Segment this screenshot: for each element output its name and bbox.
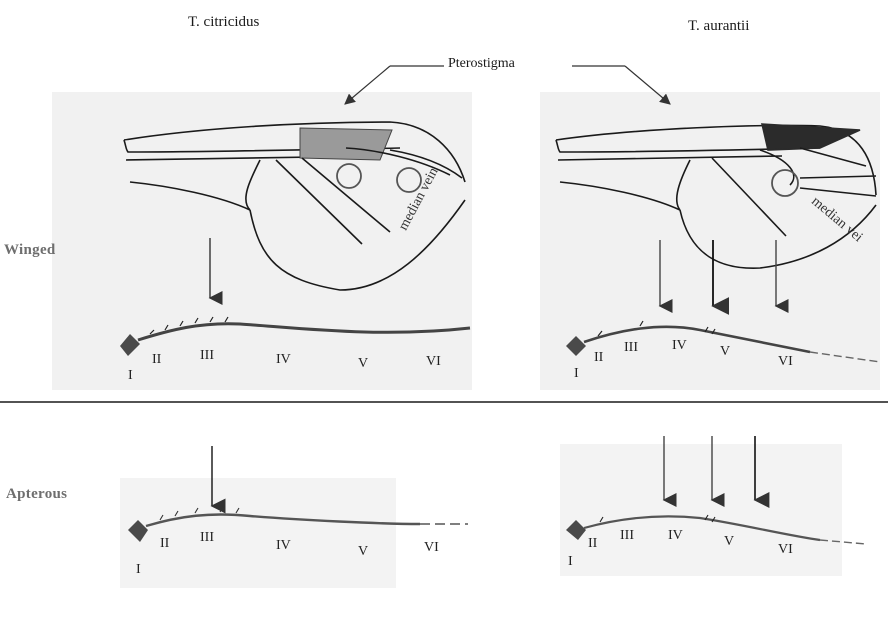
wing-left-pterostigma	[300, 128, 392, 160]
segment-label: I	[136, 562, 141, 578]
segment-label: I	[574, 366, 579, 382]
species-left-title: T. citricidus	[188, 14, 259, 31]
morph-label-apterous: Apterous	[6, 486, 67, 503]
segment-label: IV	[276, 538, 291, 554]
segment-label: I	[568, 554, 573, 570]
segment-label: V	[358, 544, 368, 560]
segment-label: V	[724, 534, 734, 550]
segment-label: III	[200, 348, 214, 364]
segment-label: VI	[778, 542, 793, 558]
segment-label: VI	[424, 540, 439, 556]
segment-label: V	[720, 344, 730, 360]
segment-label: VI	[778, 354, 793, 370]
segment-label: II	[160, 536, 169, 552]
segment-label: III	[620, 528, 634, 544]
morph-label-winged: Winged	[4, 242, 56, 259]
segment-label: I	[128, 368, 133, 384]
segment-label: V	[358, 356, 368, 372]
segment-label: III	[624, 340, 638, 356]
segment-label: IV	[276, 352, 291, 368]
apterous-right-panel	[560, 444, 842, 576]
species-right-title: T. aurantii	[688, 18, 749, 35]
segment-label: III	[200, 530, 214, 546]
winged-left-panel	[52, 92, 472, 390]
segment-label: VI	[426, 354, 441, 370]
segment-label: II	[152, 352, 161, 368]
segment-label: IV	[672, 338, 687, 354]
apterous-left-panel	[120, 478, 396, 588]
segment-label: IV	[668, 528, 683, 544]
pterostigma-label: Pterostigma	[446, 56, 517, 72]
segment-label: II	[594, 350, 603, 366]
segment-label: II	[588, 536, 597, 552]
